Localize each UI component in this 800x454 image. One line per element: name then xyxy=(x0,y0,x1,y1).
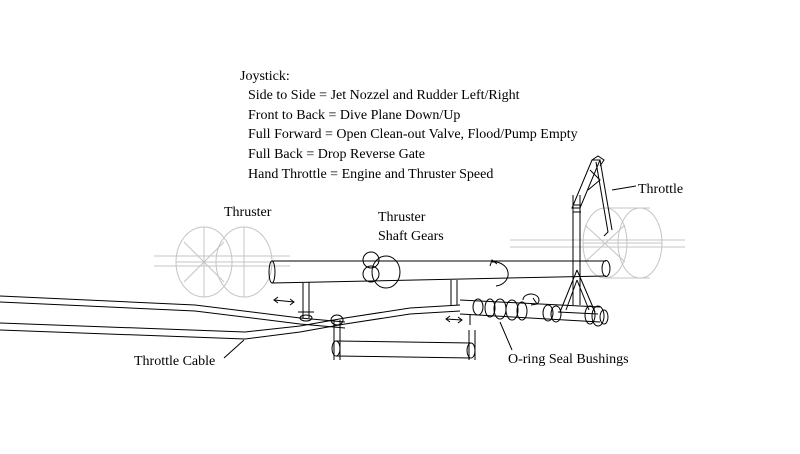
throttle-lever xyxy=(571,155,613,237)
throttle-label: Throttle xyxy=(638,182,684,197)
throttle-stand xyxy=(557,195,599,315)
main-shaft xyxy=(268,260,611,284)
joystick-line-front-to-back: Front to Back = Dive Plane Down/Up xyxy=(248,108,461,123)
throttle-cable xyxy=(0,295,461,340)
joystick-line-full-back: Full Back = Drop Reverse Gate xyxy=(248,147,426,162)
thruster-gears-label-line2: Shaft Gears xyxy=(378,229,444,244)
right-thruster xyxy=(510,207,685,279)
thruster-gears-label-line1: Thruster xyxy=(378,210,426,225)
left-thruster xyxy=(154,226,290,298)
leader-lines xyxy=(223,185,637,359)
joystick-legend: Joystick: Side to Side = Jet Nozzel and … xyxy=(240,68,640,188)
oring-seal-bushings-label: O-ring Seal Bushings xyxy=(508,352,629,367)
joystick-line-full-forward: Full Forward = Open Clean-out Valve, Flo… xyxy=(248,127,578,142)
joystick-line-hand-throttle: Hand Throttle = Engine and Thruster Spee… xyxy=(248,167,494,182)
rotation-arrow xyxy=(489,259,509,287)
motion-arrows xyxy=(273,293,540,324)
bushing-assembly xyxy=(459,298,609,327)
lower-link-bar xyxy=(330,314,476,360)
middle-stub xyxy=(450,280,458,305)
joystick-line-side-to-side: Side to Side = Jet Nozzel and Rudder Lef… xyxy=(248,88,520,103)
thruster-label: Thruster xyxy=(224,205,272,220)
shaft-gears xyxy=(362,251,401,289)
joystick-title: Joystick: xyxy=(240,69,290,84)
left-link xyxy=(298,282,314,322)
throttle-cable-label: Throttle Cable xyxy=(134,354,216,369)
